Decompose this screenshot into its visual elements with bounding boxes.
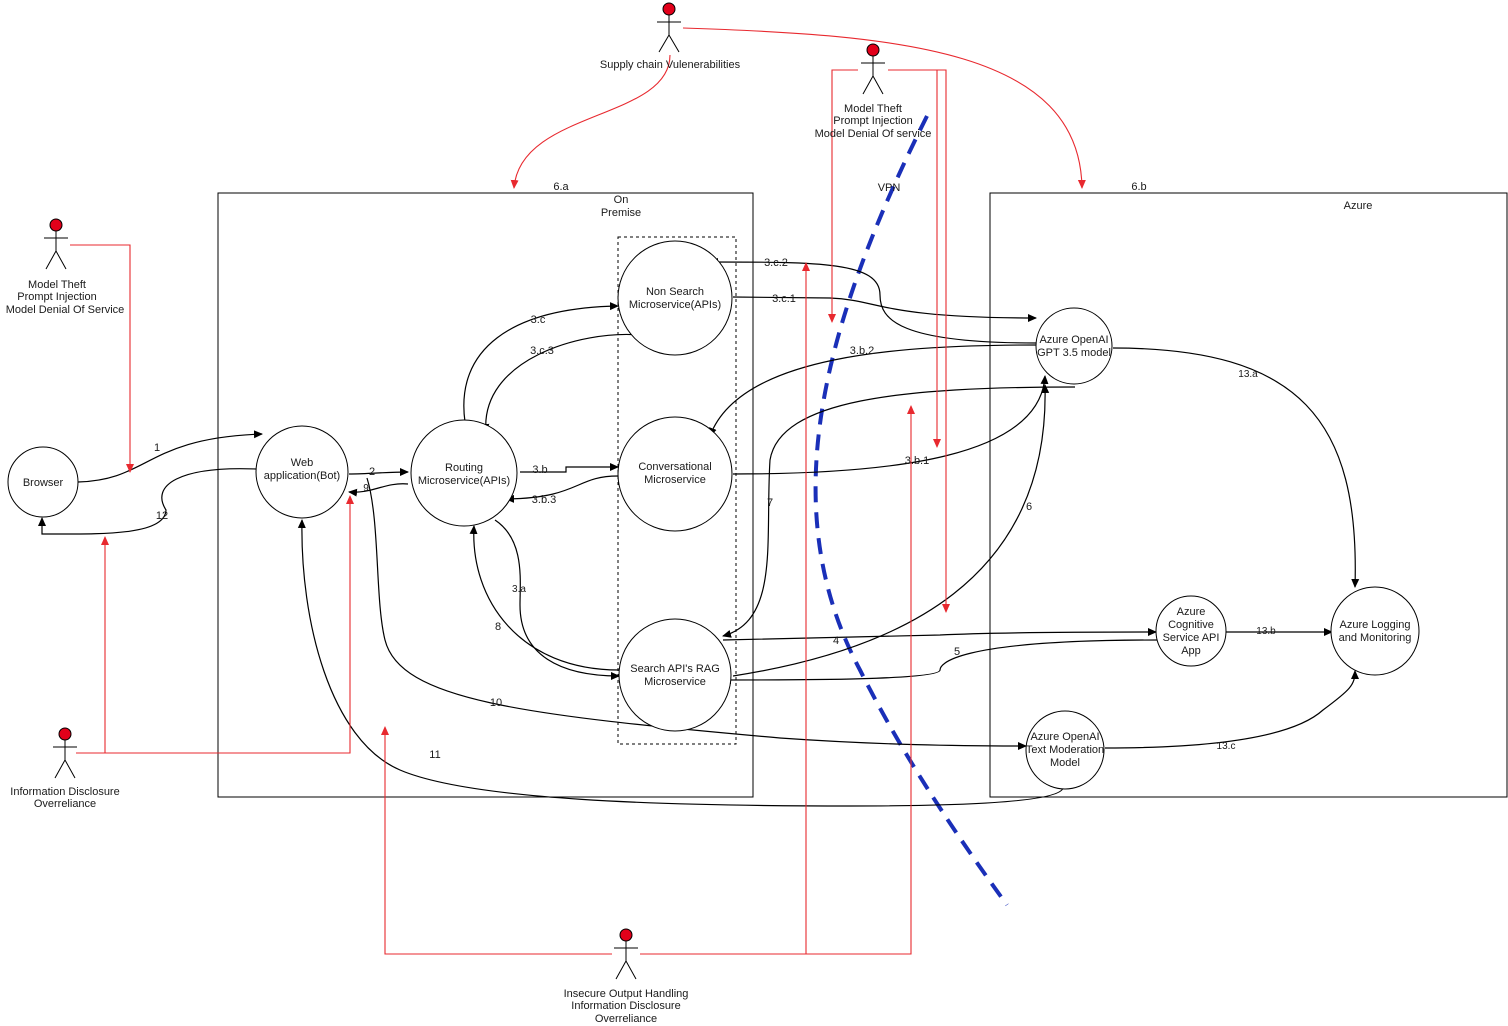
edge-label-3c: 3.c: [531, 314, 546, 326]
logging-label-2: and Monitoring: [1339, 632, 1412, 644]
left-threats-label-3: Model Denial Of Service: [6, 304, 125, 316]
routing-label-1: Routing: [445, 462, 483, 474]
web-app-label-2: application(Bot): [264, 470, 340, 482]
azure-tag: 6.b: [1131, 181, 1146, 193]
browser-label: Browser: [23, 477, 64, 489]
conversational-label-1: Conversational: [638, 461, 711, 473]
left-threats-label-2: Prompt Injection: [17, 291, 96, 303]
insecure-output-label-1: Insecure Output Handling: [564, 988, 689, 1000]
edge-label-5: 5: [954, 646, 960, 658]
on-premise-boundary: 6.a On Premise: [217, 181, 754, 798]
logging-label-1: Azure Logging: [1340, 619, 1411, 631]
top-threats-label-1: Model Theft: [844, 103, 902, 115]
on-premise-title-line2: Premise: [601, 207, 641, 219]
edge-label-10: 10: [490, 697, 502, 709]
edge-label-1: 1: [154, 442, 160, 454]
edge-label-3c1: 3.c.1: [772, 293, 796, 305]
cognitive-label-3: Service API: [1163, 632, 1220, 644]
insecure-output-label-3: Overreliance: [595, 1013, 657, 1025]
insecure-output-label-2: Information Disclosure: [571, 1000, 680, 1012]
info-disclosure-label-2: Overreliance: [34, 798, 96, 810]
edge-label-11: 11: [429, 749, 440, 761]
on-premise-title-line1: On: [614, 194, 629, 206]
actor-supply-chain-figure: [657, 2, 681, 53]
web-app-label-1: Web: [291, 457, 313, 469]
moderation-label-1: Azure OpenAI: [1030, 731, 1099, 743]
data-flow-edges: [38, 258, 1360, 807]
web-app-node: Web application(Bot): [255, 425, 349, 519]
routing-label-2: Microservice(APIs): [418, 475, 510, 487]
edge-label-3b: 3.b: [532, 464, 547, 476]
info-disclosure-label-1: Information Disclosure: [10, 786, 119, 798]
actor-insecure-output-figure: [614, 928, 638, 980]
top-threats-label-2: Prompt Injection: [833, 115, 912, 127]
search-rag-node: Search API's RAG Microservice: [618, 618, 732, 732]
vpn-boundary: VPN: [813, 115, 1009, 907]
vpn-label: VPN: [878, 182, 901, 194]
edge-label-7: 7: [767, 497, 773, 509]
search-rag-label-2: Microservice: [644, 676, 706, 688]
moderation-label-3: Model: [1050, 757, 1080, 769]
routing-node: Routing Microservice(APIs): [410, 419, 518, 527]
edge-label-12: 12: [156, 510, 168, 522]
non-search-label-1: Non Search: [646, 286, 704, 298]
actor-left-threats: Model Theft Prompt Injection Model Denia…: [6, 218, 125, 316]
actor-top-threats: Model Theft Prompt Injection Model Denia…: [815, 43, 932, 140]
logging-node: Azure Logging and Monitoring: [1330, 586, 1420, 676]
edge-label-13c: 13.c: [1217, 741, 1236, 752]
actor-info-disclosure: Information Disclosure Overreliance: [10, 727, 120, 810]
non-search-node: Non Search Microservice(APIs): [617, 240, 733, 356]
actor-supply-chain: Supply chain Vulenerabilities: [600, 2, 741, 71]
conversational-node: Conversational Microservice: [617, 416, 733, 532]
edge-label-3b1: 3.b.1: [905, 455, 929, 467]
left-threats-label-1: Model Theft: [28, 279, 86, 291]
moderation-node: Azure OpenAI Text Moderation Model: [1025, 710, 1105, 790]
actor-left-threats-figure: [44, 218, 68, 270]
edge-label-4: 4: [833, 635, 839, 647]
edge-label-2: 2: [369, 466, 375, 478]
browser-node: Browser: [7, 446, 79, 518]
azure-boundary: 6.b Azure: [989, 181, 1508, 798]
openai-gpt-label-2: GPT 3.5 model: [1037, 347, 1111, 359]
edge-label-13a: 13.a: [1238, 369, 1258, 380]
actor-info-disclosure-figure: [53, 727, 77, 779]
threat-edges: [70, 27, 1086, 955]
cognitive-label-2: Cognitive: [1168, 619, 1214, 631]
edge-label-8: 8: [495, 621, 501, 633]
cognitive-service-node: Azure Cognitive Service API App: [1155, 595, 1227, 667]
edge-labels: 1 2 9 12 3.c 3.c.3 3.b 3.b.3 3.a 8 3.c.2…: [154, 257, 1276, 761]
azure-title: Azure: [1344, 200, 1373, 212]
on-premise-tag: 6.a: [553, 181, 569, 193]
edge-label-3c3: 3.c.3: [530, 345, 554, 357]
edge-label-3a: 3.a: [512, 584, 526, 595]
edge-label-3c2: 3.c.2: [764, 257, 788, 269]
cognitive-label-4: App: [1181, 645, 1201, 657]
non-search-label-2: Microservice(APIs): [629, 299, 721, 311]
cognitive-label-1: Azure: [1177, 606, 1206, 618]
openai-gpt-node: Azure OpenAI GPT 3.5 model: [1035, 307, 1113, 385]
moderation-label-2: Text Moderation: [1026, 744, 1104, 756]
top-threats-label-3: Model Denial Of service: [815, 128, 932, 140]
microservices-group-boundary: [617, 236, 737, 745]
edge-label-6: 6: [1026, 501, 1032, 513]
edge-label-3b3: 3.b.3: [532, 494, 556, 506]
conversational-label-2: Microservice: [644, 474, 706, 486]
edge-label-9: 9: [363, 483, 369, 494]
openai-gpt-label-1: Azure OpenAI: [1039, 334, 1108, 346]
actor-top-threats-figure: [861, 43, 885, 95]
search-rag-label-1: Search API's RAG: [630, 663, 720, 675]
edge-label-3b2: 3.b.2: [850, 345, 874, 357]
edge-label-13b: 13.b: [1256, 626, 1276, 637]
actor-insecure-output: Insecure Output Handling Information Dis…: [564, 928, 689, 1025]
supply-chain-label: Supply chain Vulenerabilities: [600, 59, 741, 71]
